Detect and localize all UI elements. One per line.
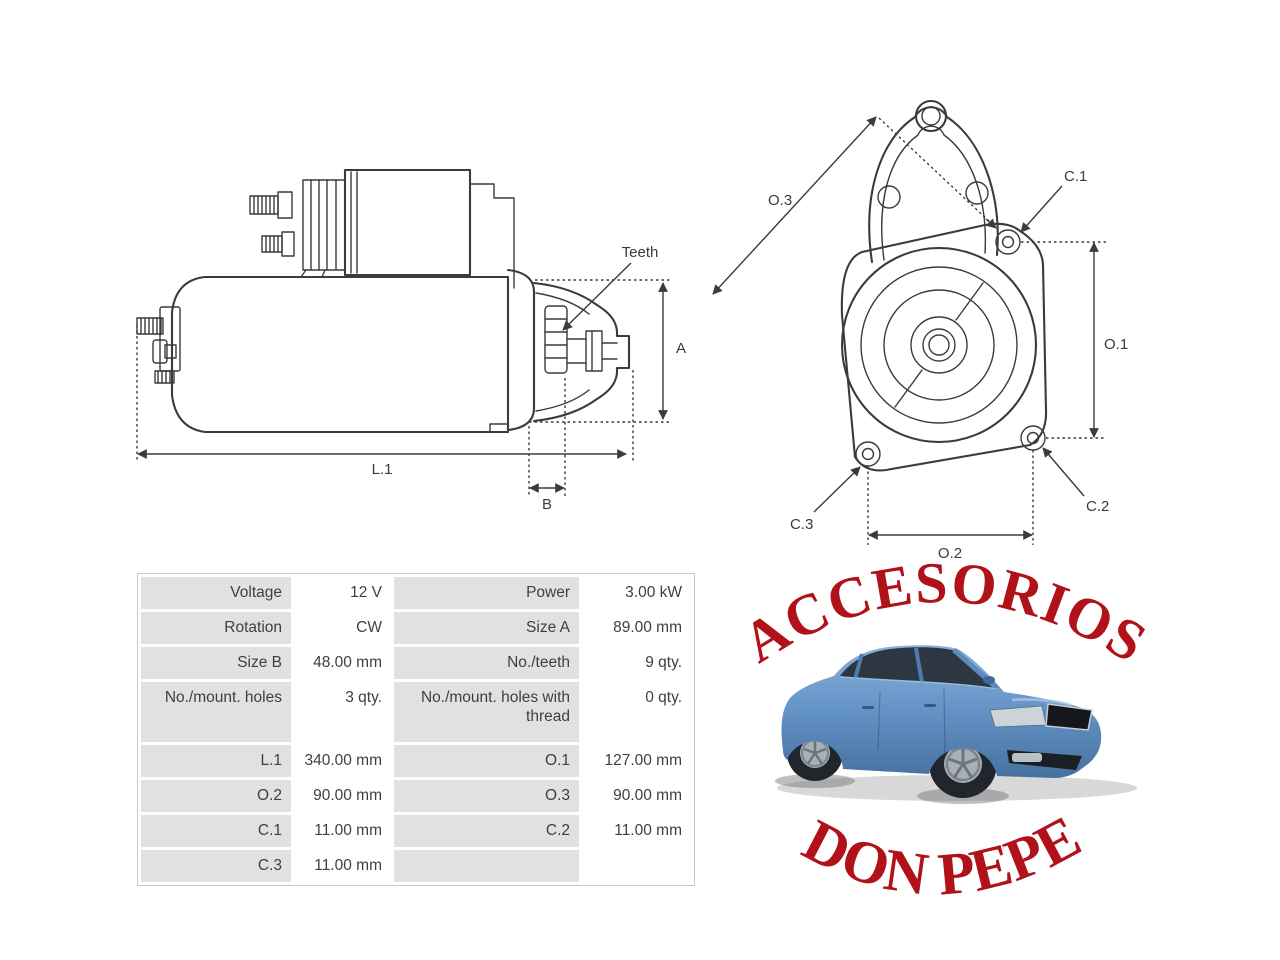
spec-value-cell: 340.00 mm: [294, 745, 391, 777]
table-row: Voltage 12 V Power 3.00 kW: [141, 577, 691, 609]
car-headlight: [989, 705, 1047, 728]
table-row: Rotation CW Size A 89.00 mm: [141, 612, 691, 644]
mounting-hole-c1: [995, 229, 1021, 255]
dimension-label-o3: O.3: [768, 192, 792, 209]
spec-label-cell: Size B: [141, 647, 291, 679]
spec-label-cell: C.2: [394, 815, 579, 847]
side-view-dimensions: A L.1 B Teeth: [136, 244, 686, 513]
table-row: Size B 48.00 mm No./teeth 9 qty.: [141, 647, 691, 679]
spec-label-cell: O.1: [394, 745, 579, 777]
spec-label-cell: Voltage: [141, 577, 291, 609]
mounting-hole-c3: [855, 441, 881, 467]
dimension-label-o1: O.1: [1104, 336, 1128, 353]
spec-value-cell: 3 qty.: [294, 682, 391, 742]
spec-value-cell: 3.00 kW: [582, 577, 691, 609]
spec-value-cell: 12 V: [294, 577, 391, 609]
dimension-label-c1: C.1: [1064, 168, 1087, 185]
table-row: C.1 11.00 mm C.2 11.00 mm: [141, 815, 691, 847]
solenoid: [249, 168, 515, 289]
spec-value-cell: 127.00 mm: [582, 745, 691, 777]
drive-end: [506, 268, 631, 432]
spec-label-cell: C.1: [141, 815, 291, 847]
spec-label-cell: Power: [394, 577, 579, 609]
motor-body: [136, 275, 510, 434]
spec-value-cell: 11.00 mm: [294, 815, 391, 847]
spec-label-cell: Rotation: [141, 612, 291, 644]
spec-label-cell: C.3: [141, 850, 291, 882]
table-row: O.2 90.00 mm O.3 90.00 mm: [141, 780, 691, 812]
watermark: ACCESORIOS DON PEPE: [731, 550, 1157, 908]
mounting-flange: [840, 222, 1048, 472]
spec-value-cell: 0 qty.: [582, 682, 691, 742]
top-bracket: [868, 99, 999, 264]
spec-value-cell: CW: [294, 612, 391, 644]
spec-label-cell: L.1: [141, 745, 291, 777]
front-view-diagram: O.3 O.1 O.2 C.1 C.2 C.3: [712, 99, 1128, 562]
dimension-label-a: A: [676, 340, 686, 357]
spec-label-cell: Size A: [394, 612, 579, 644]
table-row: No./mount. holes 3 qty. No./mount. holes…: [141, 682, 691, 742]
teeth-label: Teeth: [622, 244, 659, 261]
spec-label-cell: O.3: [394, 780, 579, 812]
spec-label-cell: O.2: [141, 780, 291, 812]
spec-value-cell: 90.00 mm: [294, 780, 391, 812]
dimension-label-b: B: [542, 496, 552, 513]
car-image: [775, 645, 1137, 804]
spec-label-cell: No./teeth: [394, 647, 579, 679]
front-view-dimensions: O.3 O.1 O.2 C.1 C.2 C.3: [712, 116, 1128, 562]
car-mirror: [983, 676, 995, 684]
spec-label-cell: No./mount. holes with thread: [394, 682, 579, 742]
spec-value-cell: 48.00 mm: [294, 647, 391, 679]
dimension-label-l1: L.1: [372, 461, 393, 478]
spec-label-cell: No./mount. holes: [141, 682, 291, 742]
spec-value-cell: 89.00 mm: [582, 612, 691, 644]
dimension-label-c2: C.2: [1086, 498, 1109, 515]
spec-value-cell: 11.00 mm: [582, 815, 691, 847]
mounting-hole-c2: [1020, 425, 1046, 451]
spec-value-cell: [582, 850, 691, 882]
car-grille: [1045, 703, 1093, 731]
spec-value-cell: 90.00 mm: [582, 780, 691, 812]
spec-label-cell: [394, 850, 579, 882]
spec-value-cell: 11.00 mm: [294, 850, 391, 882]
side-view-diagram: A L.1 B Teeth: [136, 168, 686, 513]
car-fog-light: [1012, 753, 1042, 762]
table-row: C.3 11.00 mm: [141, 850, 691, 882]
watermark-arc-bottom-text: DON PEPE: [793, 803, 1091, 908]
spec-table: Voltage 12 V Power 3.00 kW Rotation CW S…: [137, 573, 695, 886]
dimension-label-c3: C.3: [790, 516, 813, 533]
table-row: L.1 340.00 mm O.1 127.00 mm: [141, 745, 691, 777]
spec-value-cell: 9 qty.: [582, 647, 691, 679]
dimension-label-o2: O.2: [938, 545, 962, 562]
